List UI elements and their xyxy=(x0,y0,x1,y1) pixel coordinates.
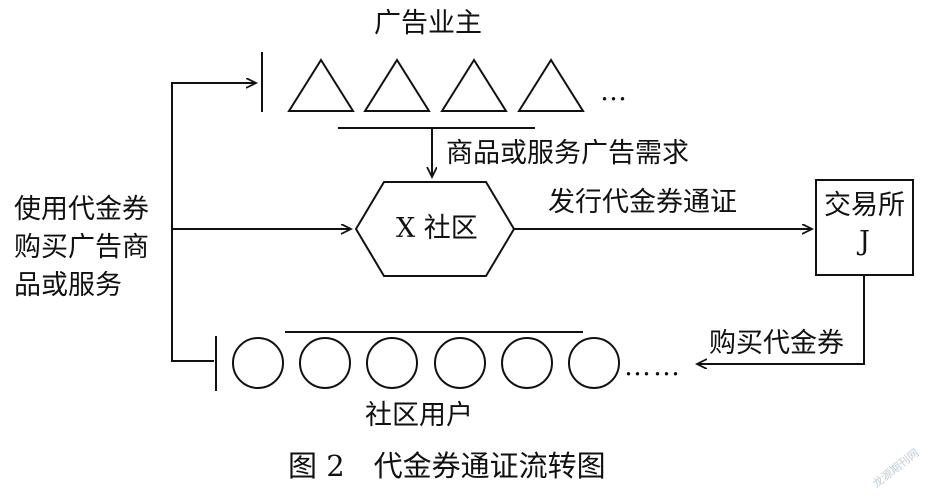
buy-label: 购买代金券 xyxy=(709,328,844,359)
user-circle xyxy=(501,337,553,389)
demand-label: 商品或服务广告需求 xyxy=(446,138,689,169)
advertiser-triangle xyxy=(363,58,431,112)
user-circle xyxy=(434,337,486,389)
exchange-label: 交易所 J xyxy=(816,188,913,260)
exchange-label-line: 交易所 xyxy=(824,190,905,221)
figure-caption: 图 2 代金券通证流转图 xyxy=(288,449,606,483)
community-label: X 社区 xyxy=(396,213,478,244)
left-loop xyxy=(171,83,256,362)
issue-label: 发行代金券通证 xyxy=(548,187,737,218)
advertiser-triangle xyxy=(440,58,508,112)
buy-path xyxy=(697,275,865,364)
user-circle xyxy=(366,337,418,389)
advertiser-triangle xyxy=(287,58,355,112)
users-ellipsis: …… xyxy=(624,353,682,380)
advertisers-ellipsis: … xyxy=(600,76,627,107)
advertisers-label: 广告业主 xyxy=(374,8,482,39)
exchange-label-line: J xyxy=(859,226,870,257)
users-ellipsis-part: … xyxy=(653,351,682,382)
left-label: 使用代金券 购买广告商 品或服务 xyxy=(14,191,149,305)
advertiser-triangle xyxy=(517,58,585,112)
users-label: 社区用户 xyxy=(365,400,473,431)
left-label-line: 品或服务 xyxy=(14,270,122,301)
user-circle xyxy=(299,337,351,389)
left-label-line: 购买广告商 xyxy=(14,232,149,263)
users-ellipsis-part: … xyxy=(624,351,653,382)
user-circle xyxy=(568,337,620,389)
user-circle xyxy=(232,337,284,389)
left-label-line: 使用代金券 xyxy=(14,194,149,225)
